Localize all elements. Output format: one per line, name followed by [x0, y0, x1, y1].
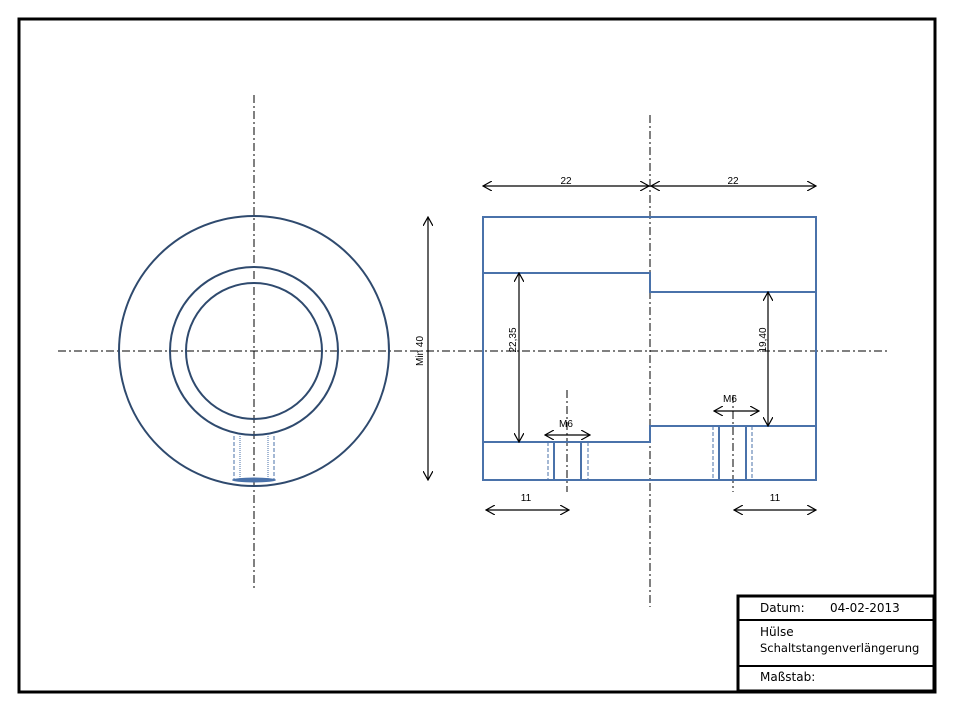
bore-top-line	[483, 272, 816, 293]
dim-top-left: 22	[560, 176, 572, 187]
dim-top-right: 22	[727, 176, 739, 187]
inner-circle	[185, 282, 323, 420]
date-value: 04-02-2013	[830, 601, 900, 615]
dim-hole-right-offset: 11	[770, 493, 781, 504]
drawing-border	[17, 17, 937, 694]
front-hole-hidden-lines	[233, 434, 275, 480]
front-view	[118, 215, 390, 487]
part-name-line1: Hülse	[760, 625, 794, 639]
dim-overall-diameter: Min 40	[415, 336, 426, 366]
dim-thread-right: M6	[723, 394, 737, 405]
thread-hole-mark	[232, 477, 276, 483]
side-outline	[482, 216, 817, 481]
date-label: Datum:	[760, 601, 805, 615]
dim-hole-left-offset: 11	[521, 493, 532, 504]
scale-label: Maßstab:	[760, 670, 816, 684]
middle-circle	[169, 266, 339, 436]
dim-thread-left: M6	[559, 419, 573, 430]
title-block	[736, 594, 936, 693]
dimension-lines	[428, 186, 816, 510]
part-name-line2: Schaltstangenverlängerung	[760, 641, 920, 655]
dim-bore-right: 19,40	[758, 327, 769, 352]
side-view	[482, 216, 817, 481]
side-hole-hidden-lines	[547, 426, 753, 480]
dim-bore-left: 22,35	[508, 327, 519, 352]
bore-bottom-line	[483, 425, 816, 443]
outer-circle	[118, 215, 390, 487]
